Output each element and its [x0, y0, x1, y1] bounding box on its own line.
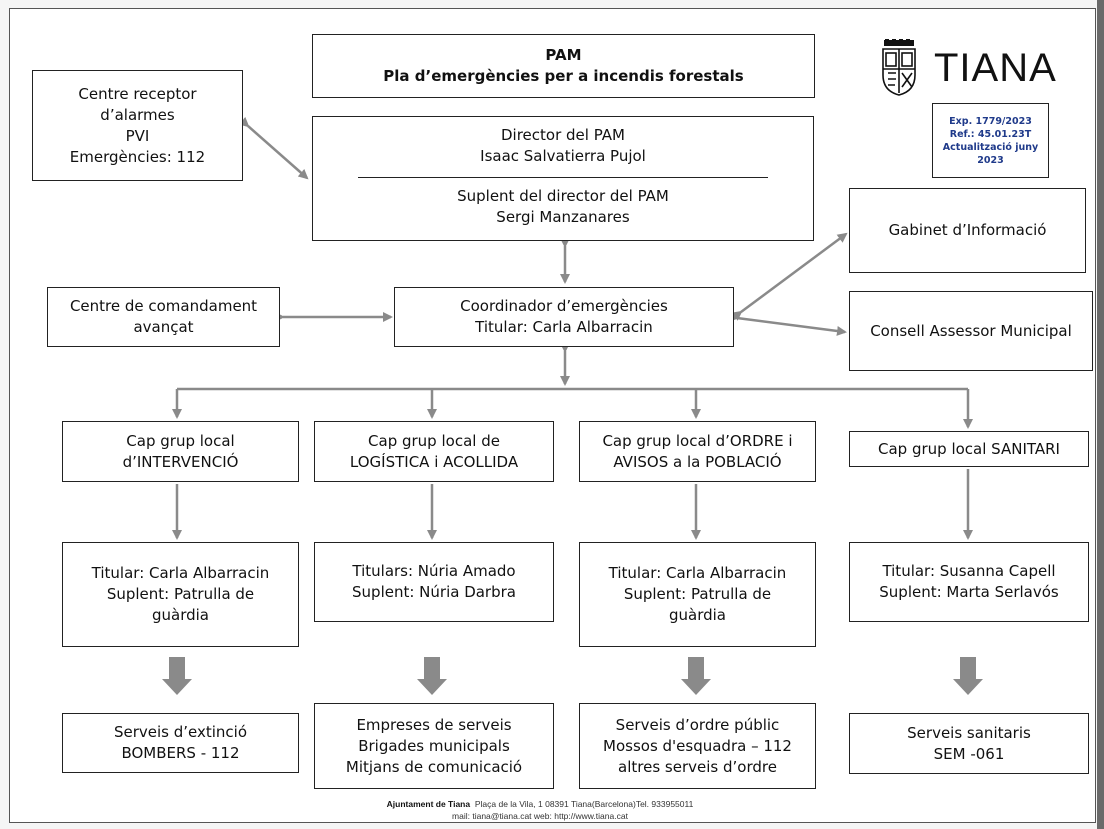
group-services-intervention: Serveis d’extinció BOMBERS - 112: [62, 713, 299, 773]
group-members-health: Titular: Susanna Capell Suplent: Marta S…: [849, 542, 1089, 622]
group-member-line: guàrdia: [668, 606, 726, 624]
service-line: BOMBERS - 112: [121, 744, 240, 762]
director-name: Isaac Salvatierra Pujol: [480, 147, 646, 165]
group-head-line1: Cap grup local: [126, 431, 235, 450]
group-head-line1: Cap grup local SANITARI: [878, 439, 1060, 458]
group-member-line: Suplent: Patrulla de: [623, 585, 772, 603]
group-head-line1: Cap grup local d’ORDRE i: [602, 431, 793, 450]
arrow-coordinator-info: [731, 232, 848, 321]
alarm-center-box: Centre receptor d’alarmes PVI Emergèncie…: [32, 70, 243, 181]
director-divider: [358, 177, 768, 178]
arrow-coordinator-council: [728, 312, 847, 336]
plan-acronym: PAM: [545, 46, 582, 64]
group-services-health: Serveis sanitaris SEM -061: [849, 713, 1089, 774]
group-member-line: Titulars: Núria Amado: [352, 562, 516, 580]
service-line: Empreses de serveis: [356, 715, 512, 734]
service-line: Mitjans de comunicació: [345, 757, 523, 776]
advanced-command-box: Centre de comandament avançat: [47, 287, 280, 347]
group-member-line: guàrdia: [151, 606, 209, 624]
tiana-logo: TIANA: [880, 38, 1085, 98]
block-arrow-group4: [953, 657, 983, 695]
group-head-line2: d’INTERVENCIÓ: [122, 452, 239, 471]
block-arrow-group2: [417, 657, 447, 695]
coordinator-box: Coordinador d’emergències Titular: Carla…: [394, 287, 734, 347]
group-member-line: Suplent: Marta Serlavós: [879, 583, 1059, 601]
alarm-center-line2: d’alarmes: [100, 105, 175, 124]
service-line: SEM -061: [933, 744, 1005, 763]
advisory-council-label: Consell Assessor Municipal: [870, 321, 1072, 340]
group-head-logistics: Cap grup local de LOGÍSTICA i ACOLLIDA: [314, 421, 554, 482]
arrow-alarm-director: [238, 116, 309, 180]
deputy-director-title: Suplent del director del PAM: [457, 187, 669, 205]
plan-title-box: PAM Pla d’emergències per a incendis for…: [312, 34, 815, 98]
group-member-line: Titular: Carla Albarracin: [91, 564, 270, 582]
deputy-director-name: Sergi Manzanares: [496, 208, 630, 226]
logo-text: TIANA: [934, 45, 1057, 90]
advanced-command-line1: Centre de comandament: [69, 297, 258, 315]
footer-line1: Ajuntament de Tiana Plaça de la Vila, 1 …: [240, 798, 840, 810]
tiana-coat-of-arms-icon: [882, 39, 916, 96]
group-member-line: Titular: Susanna Capell: [882, 562, 1056, 580]
group-head-order: Cap grup local d’ORDRE i AVISOS a la POB…: [579, 421, 816, 482]
service-line: Serveis d’ordre públic: [615, 715, 780, 734]
footer-address: Plaça de la Vila, 1 08391 Tiana(Barcelon…: [474, 799, 694, 809]
footer-org: Ajuntament de Tiana: [386, 799, 471, 809]
alarm-center-line3: PVI: [125, 126, 150, 145]
advisory-council-box: Consell Assessor Municipal: [849, 291, 1093, 371]
reference-year: 2023: [977, 154, 1004, 166]
group-head-health: Cap grup local SANITARI: [849, 431, 1089, 467]
advanced-command-line2: avançat: [133, 318, 194, 336]
reference-update: Actualització juny: [942, 141, 1039, 153]
group-members-intervention: Titular: Carla Albarracin Suplent: Patru…: [62, 542, 299, 647]
group-services-order: Serveis d’ordre públic Mossos d'esquadra…: [579, 703, 816, 789]
group-head-line2: LOGÍSTICA i ACOLLIDA: [349, 452, 519, 471]
info-office-label: Gabinet d’Informació: [888, 221, 1047, 239]
window-edge: [1097, 0, 1104, 829]
reference-exp: Exp. 1779/2023: [949, 115, 1032, 127]
group-head-line2: AVISOS a la POBLACIÓ: [613, 452, 782, 471]
director-box: Director del PAM Isaac Salvatierra Pujol…: [312, 116, 814, 241]
group-members-order: Titular: Carla Albarracin Suplent: Patru…: [579, 542, 816, 647]
group-member-line: Suplent: Patrulla de: [106, 585, 255, 603]
service-line: Serveis d’extinció: [113, 723, 248, 741]
coordinator-holder: Titular: Carla Albarracin: [475, 318, 653, 336]
group-member-line: Titular: Carla Albarracin: [608, 564, 787, 582]
director-title: Director del PAM: [501, 126, 625, 144]
group-member-line: Suplent: Núria Darbra: [352, 583, 516, 601]
alarm-center-line4: Emergències: 112: [69, 147, 206, 166]
service-line: Serveis sanitaris: [907, 723, 1031, 742]
group-services-logistics: Empreses de serveis Brigades municipals …: [314, 703, 554, 789]
service-line: Brigades municipals: [358, 736, 510, 755]
info-office-box: Gabinet d’Informació: [849, 188, 1086, 273]
alarm-center-line1: Centre receptor: [78, 84, 197, 103]
service-line: Mossos d'esquadra – 112: [603, 736, 792, 755]
group-members-logistics: Titulars: Núria Amado Suplent: Núria Dar…: [314, 542, 554, 622]
group-head-line1: Cap grup local de: [368, 431, 500, 450]
coordinator-title: Coordinador d’emergències: [460, 297, 668, 315]
footer-contact: mail: tiana@tiana.cat web: http://www.ti…: [452, 811, 628, 821]
plan-name: Pla d’emergències per a incendis foresta…: [383, 67, 744, 85]
block-arrow-group3: [681, 657, 711, 695]
group-head-intervention: Cap grup local d’INTERVENCIÓ: [62, 421, 299, 482]
service-line: altres serveis d’ordre: [618, 757, 777, 776]
page-footer: Ajuntament de Tiana Plaça de la Vila, 1 …: [240, 798, 840, 822]
reference-box: Exp. 1779/2023 Ref.: 45.01.23T Actualitz…: [932, 103, 1049, 178]
block-arrow-group1: [162, 657, 192, 695]
reference-ref: Ref.: 45.01.23T: [949, 128, 1032, 140]
